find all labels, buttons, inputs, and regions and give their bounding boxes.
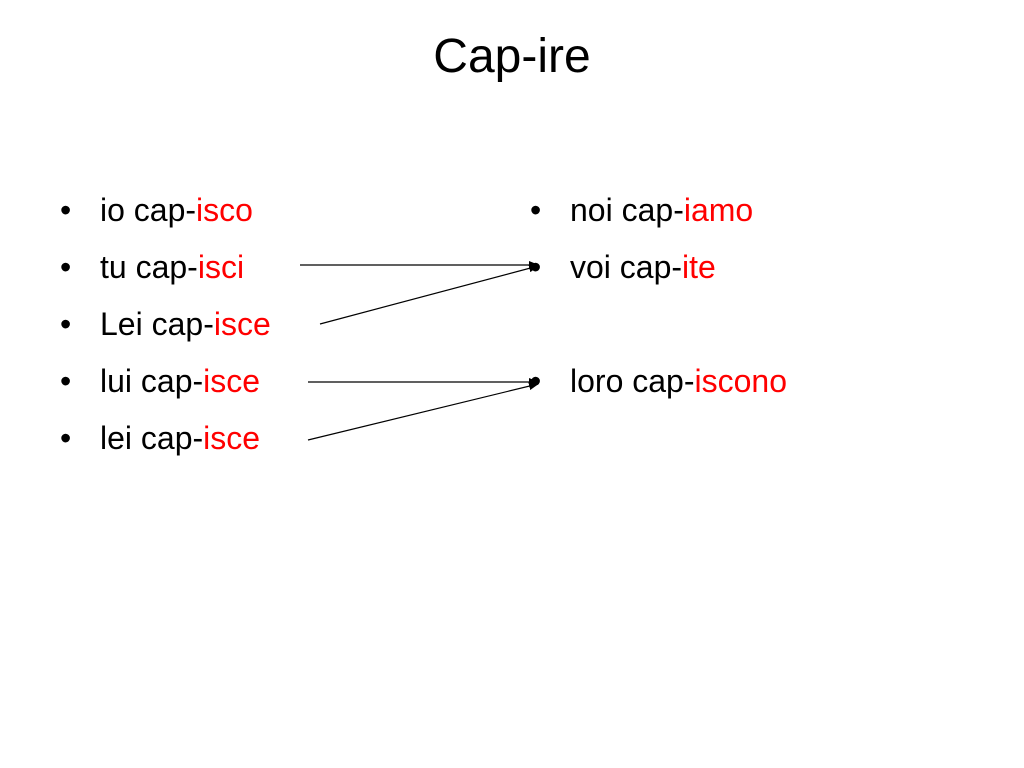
verb-ending: isci [197, 249, 245, 285]
verb-stem: lui cap- [100, 363, 204, 399]
verb-stem: voi cap- [570, 249, 683, 285]
verb-stem: lei cap- [100, 420, 204, 456]
bullet-icon: • [530, 249, 542, 285]
verb-ending: iscono [694, 363, 788, 399]
bullet-icon: • [60, 306, 72, 342]
verb-ending: isce [203, 420, 261, 456]
bullet-icon: • [530, 192, 542, 228]
singular-conjugation-list: •io cap-isco •tu cap-isci •Lei cap-isce … [60, 190, 271, 475]
bullet-icon: • [60, 192, 72, 228]
verb-stem: tu cap- [100, 249, 198, 285]
plural-conjugation-list: • noi cap-iamo • voi cap-ite • loro cap-isc… [530, 190, 787, 418]
list-item-tu: • tu cap-isci [60, 247, 271, 304]
list-item-loro: • loro cap-iscono [530, 361, 787, 418]
verb-stem: Lei cap- [100, 306, 214, 342]
list-item-lei: • lei cap-isce [60, 418, 271, 475]
list-item-noi: • noi cap-iamo [530, 190, 787, 247]
arrow-lei-to-loro [307, 382, 539, 441]
list-spacer [530, 304, 787, 361]
bullet-icon: • [60, 363, 72, 399]
verb-ending: isce [213, 306, 271, 342]
slide-title: Cap-ire [433, 30, 591, 83]
bullet-icon: • [530, 363, 542, 399]
list-item-lei-formal: • Lei cap-isce [60, 304, 271, 361]
list-item-io: • io cap-isco [60, 190, 271, 247]
verb-stem: noi cap- [570, 192, 684, 228]
arrow-lei-formal-to-voi [319, 264, 539, 325]
bullet-icon: • [60, 420, 72, 456]
verb-stem: io cap- [100, 192, 197, 228]
verb-ending: isce [203, 363, 261, 399]
verb-ending: isco [196, 192, 253, 228]
verb-ending: iamo [683, 192, 754, 228]
list-item-voi: • voi cap-ite [530, 247, 787, 304]
verb-stem: loro cap- [570, 363, 695, 399]
verb-ending: ite [682, 249, 716, 285]
list-item-lui: • lui cap-isce [60, 361, 271, 418]
bullet-icon: • [60, 249, 72, 285]
